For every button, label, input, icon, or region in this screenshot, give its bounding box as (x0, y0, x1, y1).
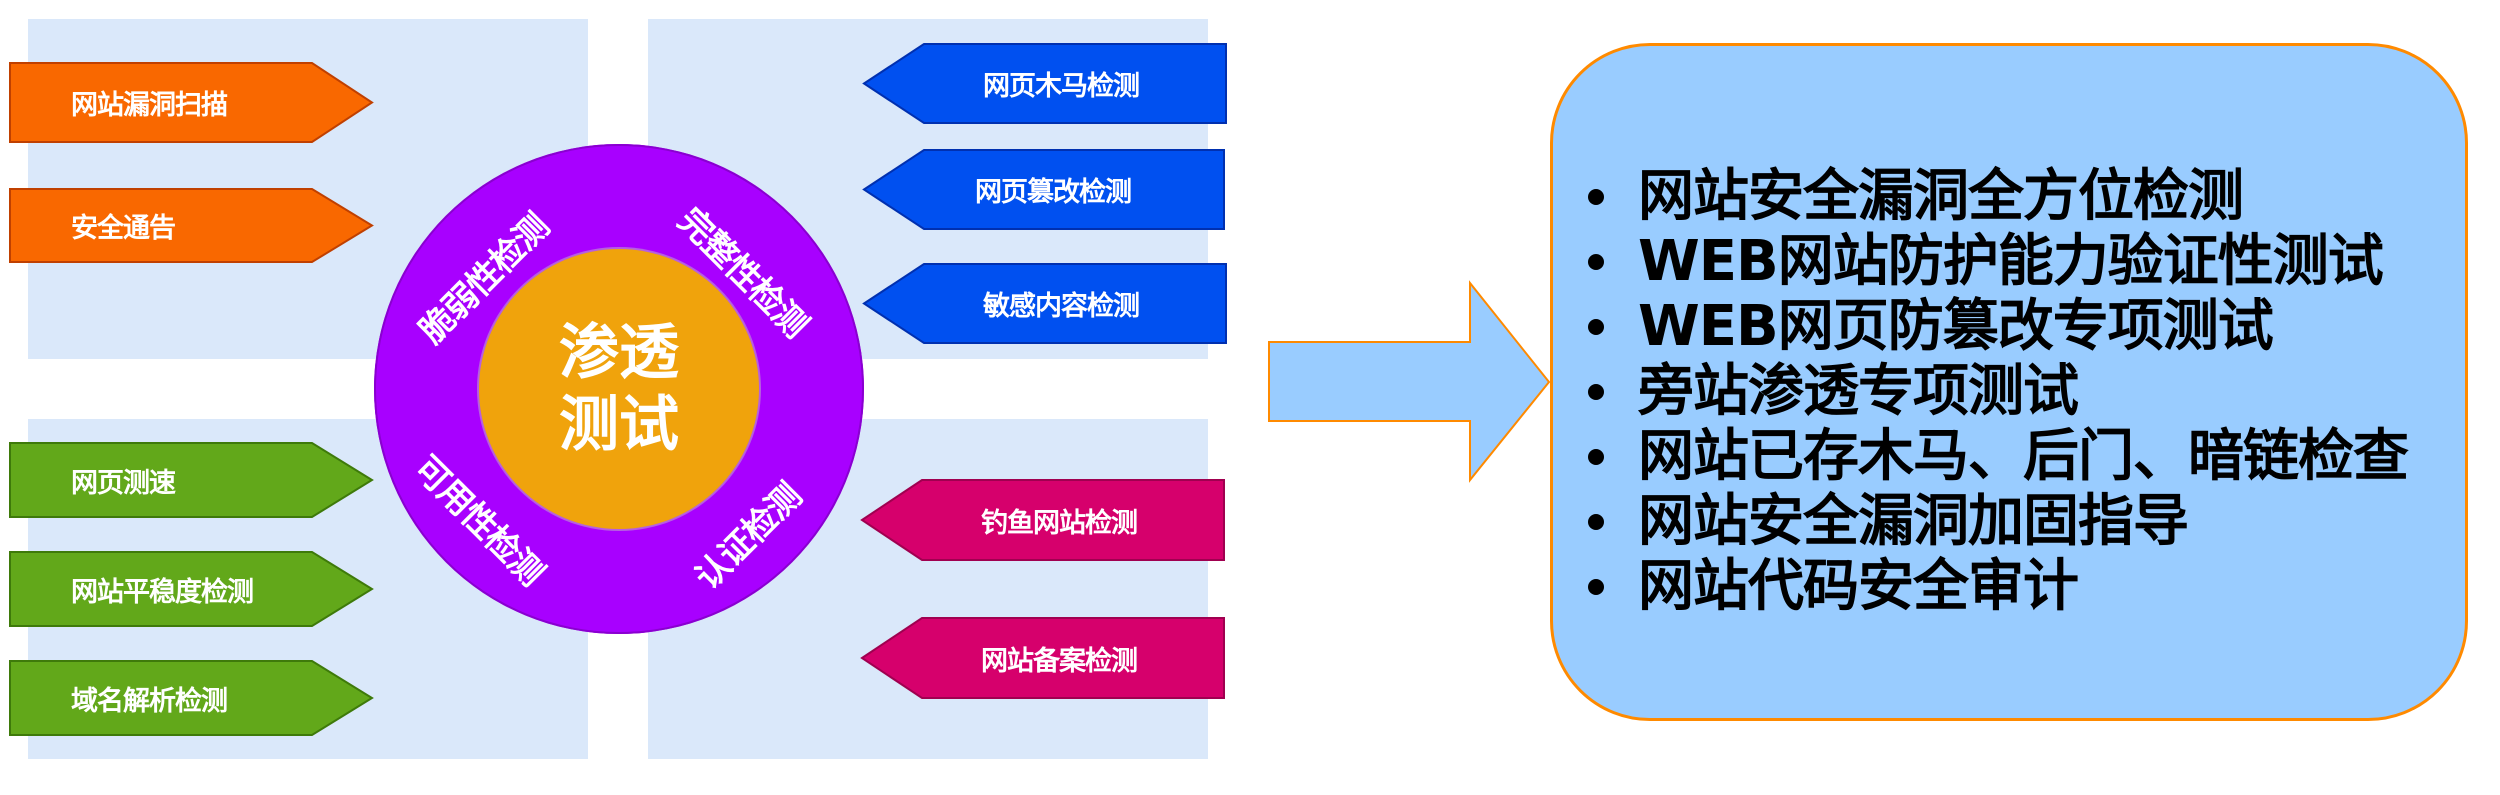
result-item: 网站安全漏洞加固指导 (1588, 489, 2408, 554)
tag-label: 敏感内容检测 (983, 291, 1140, 322)
tag-label: 网页测速 (71, 467, 176, 499)
tag-label: 钓鱼网站检测 (981, 507, 1138, 539)
tag-label: 网页篡改检测 (975, 177, 1132, 208)
bullet-icon (1588, 254, 1604, 270)
bullet-icon (1588, 319, 1604, 335)
result-text: WEB网站防护能力验证性测试 (1638, 229, 2384, 294)
tag-label: 安全通告 (71, 213, 176, 244)
core-title: 渗透 测试 (479, 249, 759, 529)
arrow-right-shape (9, 442, 374, 518)
arrow-right-shape (9, 188, 374, 263)
result-item: 网站代码安全审计 (1588, 554, 2408, 619)
tag-page-speed: 网页测速 (9, 442, 374, 518)
arrow-left-shape (860, 617, 1225, 699)
result-text: 网站安全漏洞全方位检测 (1638, 164, 2244, 229)
bullet-icon (1588, 579, 1604, 595)
tag-dns-check: 域名解析检测 (9, 660, 374, 736)
result-text: 网站安全漏洞加固指导 (1638, 489, 2189, 554)
arrow-left-shape (862, 149, 1225, 230)
arrow-right-shape (9, 551, 374, 627)
result-text: WEB网页防篡改专项测试 (1638, 294, 2274, 359)
bullet-icon (1588, 384, 1604, 400)
bullet-icon (1588, 189, 1604, 205)
core-circle (479, 249, 759, 529)
arrow-right-shape (9, 62, 374, 143)
result-item: 网站安全漏洞全方位检测 (1588, 164, 2408, 229)
arrow-left-shape (860, 479, 1225, 561)
result-item: 网站已存木马、后门、暗链检查 (1588, 424, 2409, 489)
results-box: 网站安全漏洞全方位检测 WEB网站防护能力验证性测试 WEB网页防篡改专项测试 … (1550, 43, 2468, 721)
tag-icp-record: 网站备案检测 (860, 617, 1225, 699)
result-text: 旁站渗透专项测试 (1638, 359, 2079, 424)
tag-tamper-detect: 网页篡改检测 (862, 149, 1225, 230)
core-title-line1: 渗透 (559, 318, 679, 388)
tag-website-vuln-scan: 网站漏洞扫描 (9, 62, 374, 143)
tag-security-notice: 安全通告 (9, 188, 374, 263)
bullet-icon (1588, 514, 1604, 530)
bullet-icon (1588, 449, 1604, 465)
core-title-line2: 测试 (559, 390, 679, 460)
tag-site-stability: 网站平稳度检测 (9, 551, 374, 627)
result-text: 网站已存木马、后门、暗链检查 (1638, 424, 2409, 489)
result-item: WEB网站防护能力验证性测试 (1588, 229, 2408, 294)
tag-trojan-detect: 网页木马检测 (862, 43, 1227, 124)
result-text: 网站代码安全审计 (1638, 554, 2079, 619)
arrow-right-shape (9, 660, 374, 736)
tag-sensitive-content: 敏感内容检测 (862, 263, 1227, 344)
results-list: 网站安全漏洞全方位检测 WEB网站防护能力验证性测试 WEB网页防篡改专项测试 … (1553, 164, 2409, 619)
arrow-left-shape (862, 263, 1227, 344)
tag-label: 网站备案检测 (981, 645, 1138, 677)
tag-label: 网站平稳度检测 (71, 576, 254, 608)
arrow-left-shape (862, 43, 1227, 124)
result-item: WEB网页防篡改专项测试 (1588, 294, 2408, 359)
tag-label: 域名解析检测 (71, 685, 228, 717)
result-item: 旁站渗透专项测试 (1588, 359, 2408, 424)
tag-label: 网站漏洞扫描 (71, 90, 228, 121)
tag-label: 网页木马检测 (983, 71, 1140, 102)
tag-phishing-detect: 钓鱼网站检测 (860, 479, 1225, 561)
